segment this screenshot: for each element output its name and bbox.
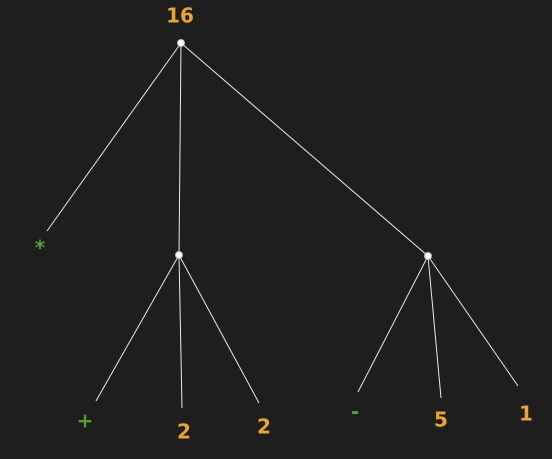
right-node-dot	[424, 252, 432, 260]
edge-right-value-2	[427, 255, 519, 387]
right-value-label-2: 1	[519, 402, 533, 426]
left-operator-label: +	[77, 409, 94, 433]
root-node-dot	[177, 39, 185, 47]
edge-right-value-1	[427, 255, 442, 399]
right-value-label-1: 5	[434, 408, 448, 432]
right-operator-label: -	[351, 400, 359, 424]
edge-root-right-node	[180, 42, 429, 257]
edge-root-op	[46, 42, 182, 232]
edge-left-value-1	[178, 254, 183, 409]
left-value-label-2: 2	[257, 415, 271, 439]
edge-root-left-node	[178, 42, 182, 256]
left-node-dot	[175, 251, 183, 259]
root-value-label: 16	[166, 4, 194, 28]
left-value-label-1: 2	[177, 420, 191, 444]
root-operator-label: *	[35, 236, 46, 260]
edge-left-op	[95, 254, 180, 402]
edge-left-value-2	[178, 254, 260, 404]
edge-right-op	[357, 255, 429, 393]
